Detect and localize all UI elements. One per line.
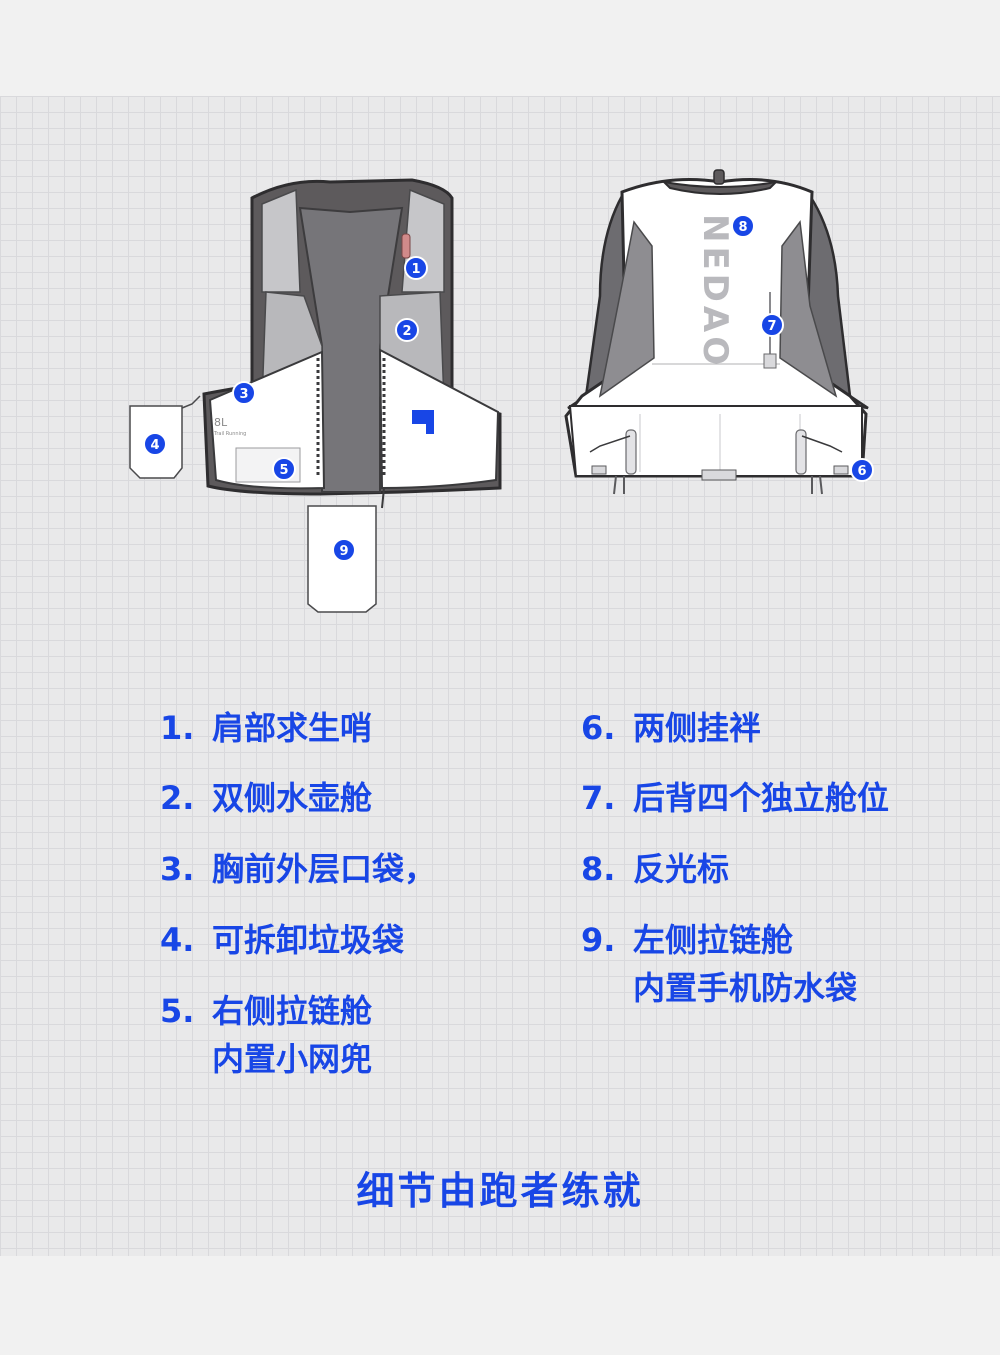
right-front-panel — [378, 348, 500, 490]
badge-5: 5 — [272, 457, 296, 481]
badge-7: 7 — [760, 313, 784, 337]
bottom-strap-right-2 — [819, 475, 823, 495]
back-zipper-pull — [763, 353, 777, 369]
trash-bag-cord — [181, 395, 201, 409]
side-loop-right — [833, 465, 849, 475]
badge-6: 6 — [850, 458, 874, 482]
back-cord-right — [801, 435, 843, 453]
back-inner-mesh-right — [779, 220, 838, 398]
badge-7-text: 7 — [767, 319, 776, 334]
phone-bag-cord — [381, 487, 385, 509]
badge-4: 4 — [143, 432, 167, 456]
badge-3: 3 — [232, 381, 256, 405]
badge-1-text: 1 — [411, 262, 420, 277]
badge-8-text: 8 — [738, 220, 747, 235]
back-hook-icon — [713, 169, 725, 185]
nedao-logo-icon — [412, 410, 434, 434]
front-subtitle-text: Trail Running — [213, 431, 246, 437]
front-view: 8L Trail Running — [129, 178, 502, 613]
vest-diagram: 8L Trail Running — [129, 169, 874, 613]
back-bungee-right — [795, 429, 807, 475]
back-inner-mesh-left — [598, 220, 655, 398]
badge-1: 1 — [404, 256, 428, 280]
side-loop-left — [591, 465, 607, 475]
back-bungee-left — [625, 429, 637, 475]
back-view: NEDAO — [564, 169, 869, 495]
badge-6-text: 6 — [857, 464, 866, 479]
badge-5-text: 5 — [279, 463, 288, 478]
badge-3-text: 3 — [239, 387, 248, 402]
badge-2: 2 — [395, 318, 419, 342]
whistle-icon — [401, 233, 411, 259]
bottom-strap-left — [613, 475, 617, 495]
badge-9: 9 — [332, 538, 356, 562]
badge-9-text: 9 — [339, 544, 348, 559]
left-shoulder-mesh — [261, 188, 301, 293]
back-collar — [661, 180, 779, 195]
back-cord-left — [589, 435, 631, 453]
badge-2-text: 2 — [402, 324, 411, 339]
bottom-loop — [701, 469, 737, 481]
nedao-reflective-text: NEDAO — [695, 214, 735, 369]
badge-4-text: 4 — [150, 438, 159, 453]
front-capacity-text: 8L — [214, 416, 228, 429]
badge-8: 8 — [731, 214, 755, 238]
